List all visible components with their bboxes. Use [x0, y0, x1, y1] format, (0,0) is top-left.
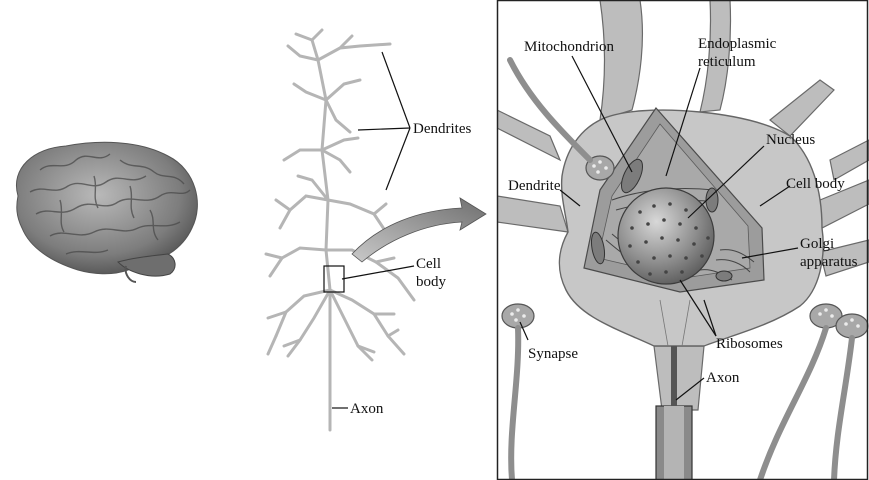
cell-body-label-line2: body	[416, 274, 447, 290]
mitochondrion-label: Mitochondrion	[524, 39, 614, 55]
axon-label: Axon	[350, 401, 384, 417]
cell-body-label-line1: Cell	[416, 256, 441, 272]
brain-illustration	[16, 142, 197, 282]
golgi-apparatus-label-line2: apparatus	[800, 254, 858, 270]
ribosomes-label: Ribosomes	[716, 336, 783, 352]
axon-detail-label: Axon	[706, 370, 740, 386]
dendrites-label: Dendrites	[413, 121, 471, 137]
dendrite-label: Dendrite	[508, 178, 561, 194]
cell-body-detail-label: Cell body	[786, 176, 845, 192]
nucleus	[618, 188, 714, 284]
zoom-arrow	[352, 198, 486, 262]
endoplasmic-reticulum-label-line2: reticulum	[698, 54, 756, 70]
synapse-label: Synapse	[528, 346, 578, 362]
nucleus-label: Nucleus	[766, 132, 815, 148]
endoplasmic-reticulum-label-line1: Endoplasmic	[698, 36, 777, 52]
golgi-apparatus-label-line1: Golgi	[800, 236, 834, 252]
